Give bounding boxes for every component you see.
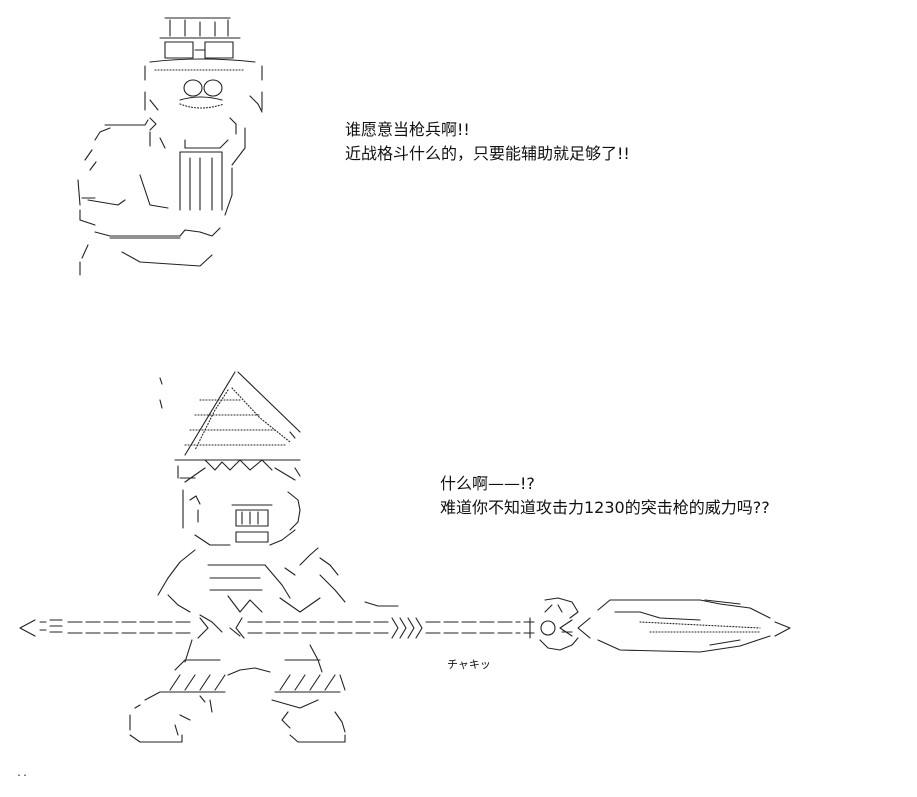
- top-character-face: [144, 79, 263, 113]
- bottom-character-face: [182, 467, 301, 546]
- top-character-body: [77, 117, 246, 276]
- top-dialogue: 谁愿意当枪兵啊!! 近战格斗什么的，只要能辅助就足够了!!: [345, 118, 630, 166]
- bottom-dialogue-line-1: 什么啊——!?: [440, 474, 535, 493]
- spear: [19, 597, 791, 653]
- bottom-character-legs: [129, 644, 346, 743]
- bottom-character-hood: [159, 371, 301, 479]
- bottom-dialogue: 什么啊——!? 难道你不知道攻击力1230的突击枪的威力吗??: [440, 472, 770, 520]
- sound-effect-label: チャキッ: [447, 658, 491, 671]
- top-dialogue-line-1: 谁愿意当枪兵啊!!: [345, 120, 470, 139]
- bottom-character-body: [157, 547, 399, 663]
- bottom-dialogue-line-2: 难道你不知道攻击力1230的突击枪的威力吗??: [440, 498, 770, 517]
- corner-mark: ..: [16, 768, 29, 779]
- top-dialogue-line-2: 近战格斗什么的，只要能辅助就足够了!!: [345, 144, 630, 163]
- top-character-helmet: [144, 17, 263, 81]
